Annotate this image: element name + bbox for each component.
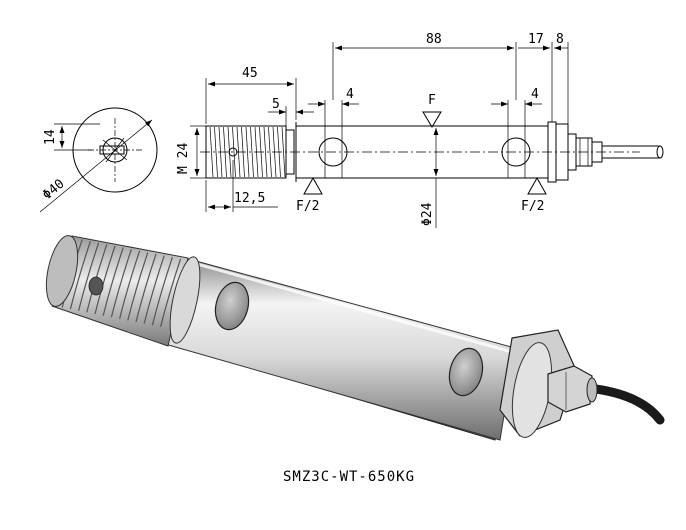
load-f2-right-label: F/2 [521,199,544,214]
cable-3d [583,383,665,425]
dim-45: 45 [242,66,258,81]
dim-m24: M 24 [176,143,191,174]
cable-nut-3d [547,365,593,413]
load-arrow-center [422,111,442,128]
dim-14: 14 [43,129,58,145]
strain-hole-3d-left [214,281,250,331]
dim-12-5: 12,5 [234,191,265,206]
load-f-label: F [428,93,436,108]
dim-5: 5 [272,97,280,112]
dim-4-left: 4 [346,87,354,102]
load-f2-left-label: F/2 [296,199,319,214]
support-right [527,176,547,195]
load-cell-3d-render [45,235,665,441]
dim-8: 8 [556,32,564,47]
model-caption: SMZ3C-WT-650KG [283,469,415,485]
side-view: 45 5 4 88 17 8 4 F F/2 [176,32,664,228]
end-view: 14 Φ40 [39,107,158,213]
dim-88: 88 [426,32,442,47]
dim-4-right: 4 [531,87,539,102]
support-left [303,176,323,195]
dim-phi24: Φ24 [420,202,435,226]
strain-hole-3d-right [448,347,484,397]
dim-17: 17 [528,32,544,47]
dim-phi40: Φ40 [40,176,68,203]
